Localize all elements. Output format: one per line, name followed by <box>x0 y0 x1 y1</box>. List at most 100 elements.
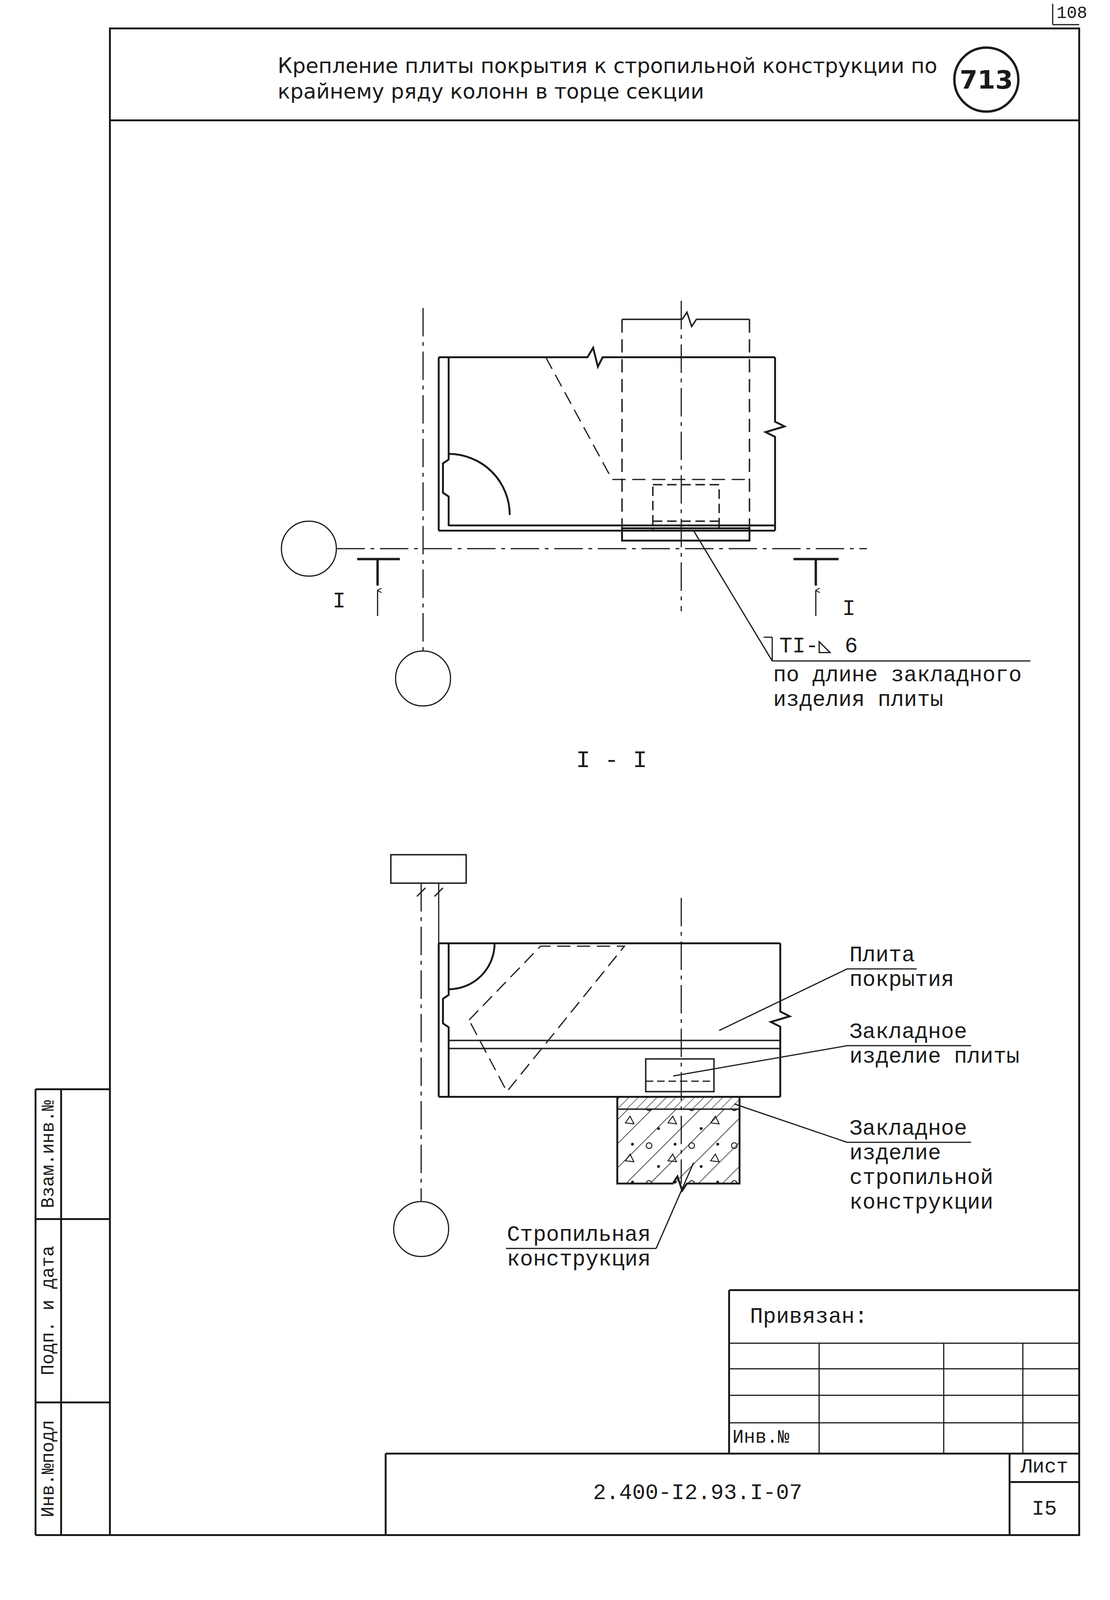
section-roof-slab-part <box>448 943 495 990</box>
stamp-field: Подп. и дата <box>38 1245 59 1376</box>
plan-roof-slab-part <box>437 357 440 531</box>
callout-leaders-part <box>656 1162 694 1249</box>
sheet-number: I5 <box>1009 1497 1080 1521</box>
title-block-grid <box>385 1290 1080 1535</box>
title-block-grid-part <box>729 1368 1080 1370</box>
plan-axes <box>281 300 867 706</box>
section-cut-marks-part <box>376 559 380 586</box>
callout-leaders-part <box>719 968 848 1031</box>
title-block-grid-part <box>729 1422 1080 1424</box>
title-block-grid-part <box>729 1342 1080 1345</box>
section-mark: I <box>332 589 346 614</box>
title-block-grid-part <box>729 1394 1080 1397</box>
section-roof-slab-part <box>438 942 781 945</box>
plan-roof-slab-part <box>765 357 785 531</box>
title-block-grid-part <box>818 1343 821 1454</box>
side-stamp <box>35 1089 110 1535</box>
stamp-field: Взам.инв.№ <box>38 1100 59 1209</box>
sheet-title: Крепление плиты покрытия к стропильной к… <box>277 53 941 105</box>
plan-roof-slab-part <box>438 529 776 532</box>
section-roof-slab-part <box>770 943 790 1097</box>
page-number: 108 <box>1056 3 1088 24</box>
section-title: I - I <box>576 747 648 775</box>
section-rafter-part <box>617 1109 740 1184</box>
section-roof-slab <box>438 943 790 1097</box>
section-cut-marks-part <box>815 590 817 616</box>
weld-leader-part <box>771 637 774 661</box>
plan-roof-slab-part <box>438 347 776 367</box>
title-block-grid-part <box>385 1452 1080 1455</box>
sheet-frame-part <box>109 119 1080 122</box>
sheet-label: Лист <box>1009 1456 1080 1479</box>
side-stamp-part <box>35 1401 110 1404</box>
section-roof-slab-part <box>645 1080 714 1083</box>
section-axis-part <box>390 854 467 884</box>
side-stamp-part <box>35 1218 110 1220</box>
title-block-grid-part <box>943 1343 945 1454</box>
side-stamp-part <box>60 1089 63 1535</box>
plan-rafter-part <box>652 520 720 523</box>
title-block-grid-part <box>1009 1480 1080 1483</box>
plan-axes-part <box>336 548 867 550</box>
sheet-frame <box>109 3 1080 1535</box>
plan-axes-part <box>395 650 451 706</box>
section-roof-slab-part <box>442 943 449 1097</box>
side-stamp-part <box>35 1534 110 1536</box>
callout-leaders-part <box>734 1103 848 1143</box>
weld-symbol: TI-◺ 6 <box>779 634 858 659</box>
section-cut-marks-part <box>814 559 818 586</box>
plan-axes-part <box>281 521 337 577</box>
section-roof-slab-part <box>437 943 440 1097</box>
callout-label: Закладное изделие стропильной конструкци… <box>849 1116 1007 1216</box>
stamp-field: Инв.№подл <box>38 1419 59 1517</box>
section-rafter-part <box>617 1096 740 1110</box>
section-roof-slab-part <box>469 946 625 1092</box>
title-block-grid-part <box>1008 1453 1011 1535</box>
stamp-cell: Инв.№ <box>732 1426 790 1449</box>
plan-rafter-part <box>621 319 623 529</box>
callout-label: Закладное изделие плиты <box>849 1019 1033 1070</box>
title-block-grid-part <box>729 1289 1080 1291</box>
side-stamp-part <box>34 1089 37 1535</box>
weld-leader <box>693 530 1031 661</box>
section-axis-part <box>434 887 443 897</box>
section-cut-marks <box>357 559 839 616</box>
section-axis-part <box>393 1201 449 1257</box>
section-roof-slab-part <box>448 1047 781 1050</box>
section-rafter-part <box>617 1096 740 1191</box>
weld-leader-part <box>693 530 773 661</box>
plan-roof-slab-part <box>442 357 449 526</box>
plan-roof-slab-part <box>545 357 750 480</box>
section-axis-part <box>420 883 423 1202</box>
sheet-frame-part <box>109 28 1080 1535</box>
detail-number: 713 <box>959 64 1014 95</box>
detail-number-circle: 713 <box>953 46 1020 113</box>
callout-leaders-part <box>673 1045 848 1076</box>
weld-leader-part <box>772 660 1031 662</box>
plan-roof-slab-part <box>448 524 776 527</box>
plan-rafter-part <box>749 319 751 529</box>
section-mark: I <box>842 596 856 622</box>
plan-rafter <box>622 312 750 541</box>
plan-rafter-part <box>622 312 750 327</box>
weld-note: по длине закладного изделия плиты <box>773 663 1035 713</box>
plan-roof-slab <box>438 347 785 531</box>
sheet-frame-part <box>1052 24 1080 26</box>
callout-label: Плита покрытия <box>849 943 967 993</box>
callout-label: Стропильная конструкция <box>506 1222 664 1273</box>
section-roof-slab-part <box>448 1039 781 1042</box>
section-axis-part <box>416 887 426 897</box>
sheet-frame-part <box>1052 3 1054 25</box>
stamp-cell: Привязан: <box>749 1304 868 1330</box>
section-axis <box>390 854 682 1257</box>
side-stamp-part <box>35 1088 110 1091</box>
plan-axes-part <box>422 307 425 651</box>
plan-roof-slab-part <box>448 453 510 515</box>
title-block-grid-part <box>1022 1343 1024 1454</box>
weld-leader-part <box>763 636 773 639</box>
plan-rafter-part <box>652 484 720 531</box>
section-rafter <box>617 1096 740 1191</box>
